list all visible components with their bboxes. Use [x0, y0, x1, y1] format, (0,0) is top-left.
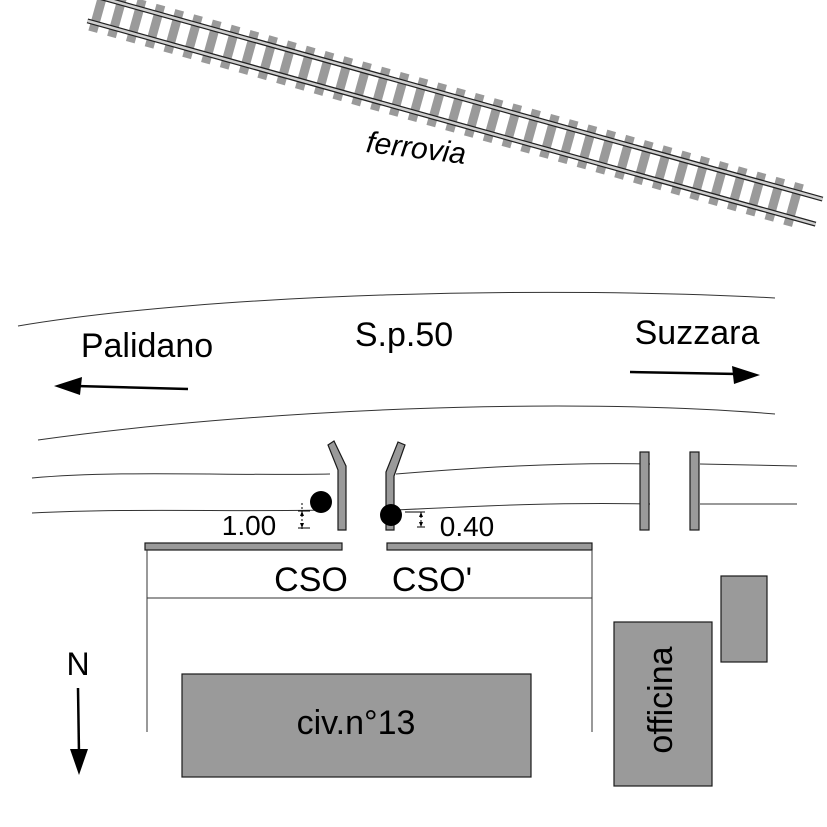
arrow-right-icon	[629, 366, 760, 384]
ditch-line-south	[31, 502, 797, 514]
arrow-left-icon	[54, 377, 189, 395]
dimension-label-right: 0.40	[440, 511, 495, 542]
west-direction-label: Palidano	[81, 327, 213, 365]
railway-label: ferrovia	[364, 126, 467, 171]
gate-post-right	[689, 451, 700, 531]
building-main-label: civ.n°13	[297, 704, 416, 742]
wall-strip-right	[386, 542, 593, 551]
ditch-line-north	[31, 463, 798, 479]
wall-strip-left	[144, 542, 343, 551]
building-workshop	[613, 621, 713, 787]
building-main	[181, 673, 532, 778]
arrow-down-icon	[70, 687, 88, 775]
gate-post-left	[639, 451, 650, 531]
dimension-label-left: 1.00	[222, 510, 277, 541]
road-edge-north	[17, 291, 776, 327]
north-label: N	[66, 646, 89, 682]
dimension-mark-right	[405, 511, 425, 528]
pipe-outlet-right	[380, 504, 402, 526]
cso-outfall-left	[327, 440, 347, 531]
road-edge-south	[37, 405, 776, 441]
cso-label-right: CSO'	[392, 561, 472, 599]
building-workshop-label: officina	[642, 646, 680, 753]
cso-label-left: CSO	[274, 561, 348, 599]
dimension-mark-left	[298, 503, 310, 530]
road-label: S.p.50	[355, 316, 453, 354]
building-annex	[720, 575, 768, 663]
east-direction-label: Suzzara	[635, 314, 760, 352]
pipe-outlet-left	[310, 491, 332, 513]
railway-track	[86, 0, 824, 227]
